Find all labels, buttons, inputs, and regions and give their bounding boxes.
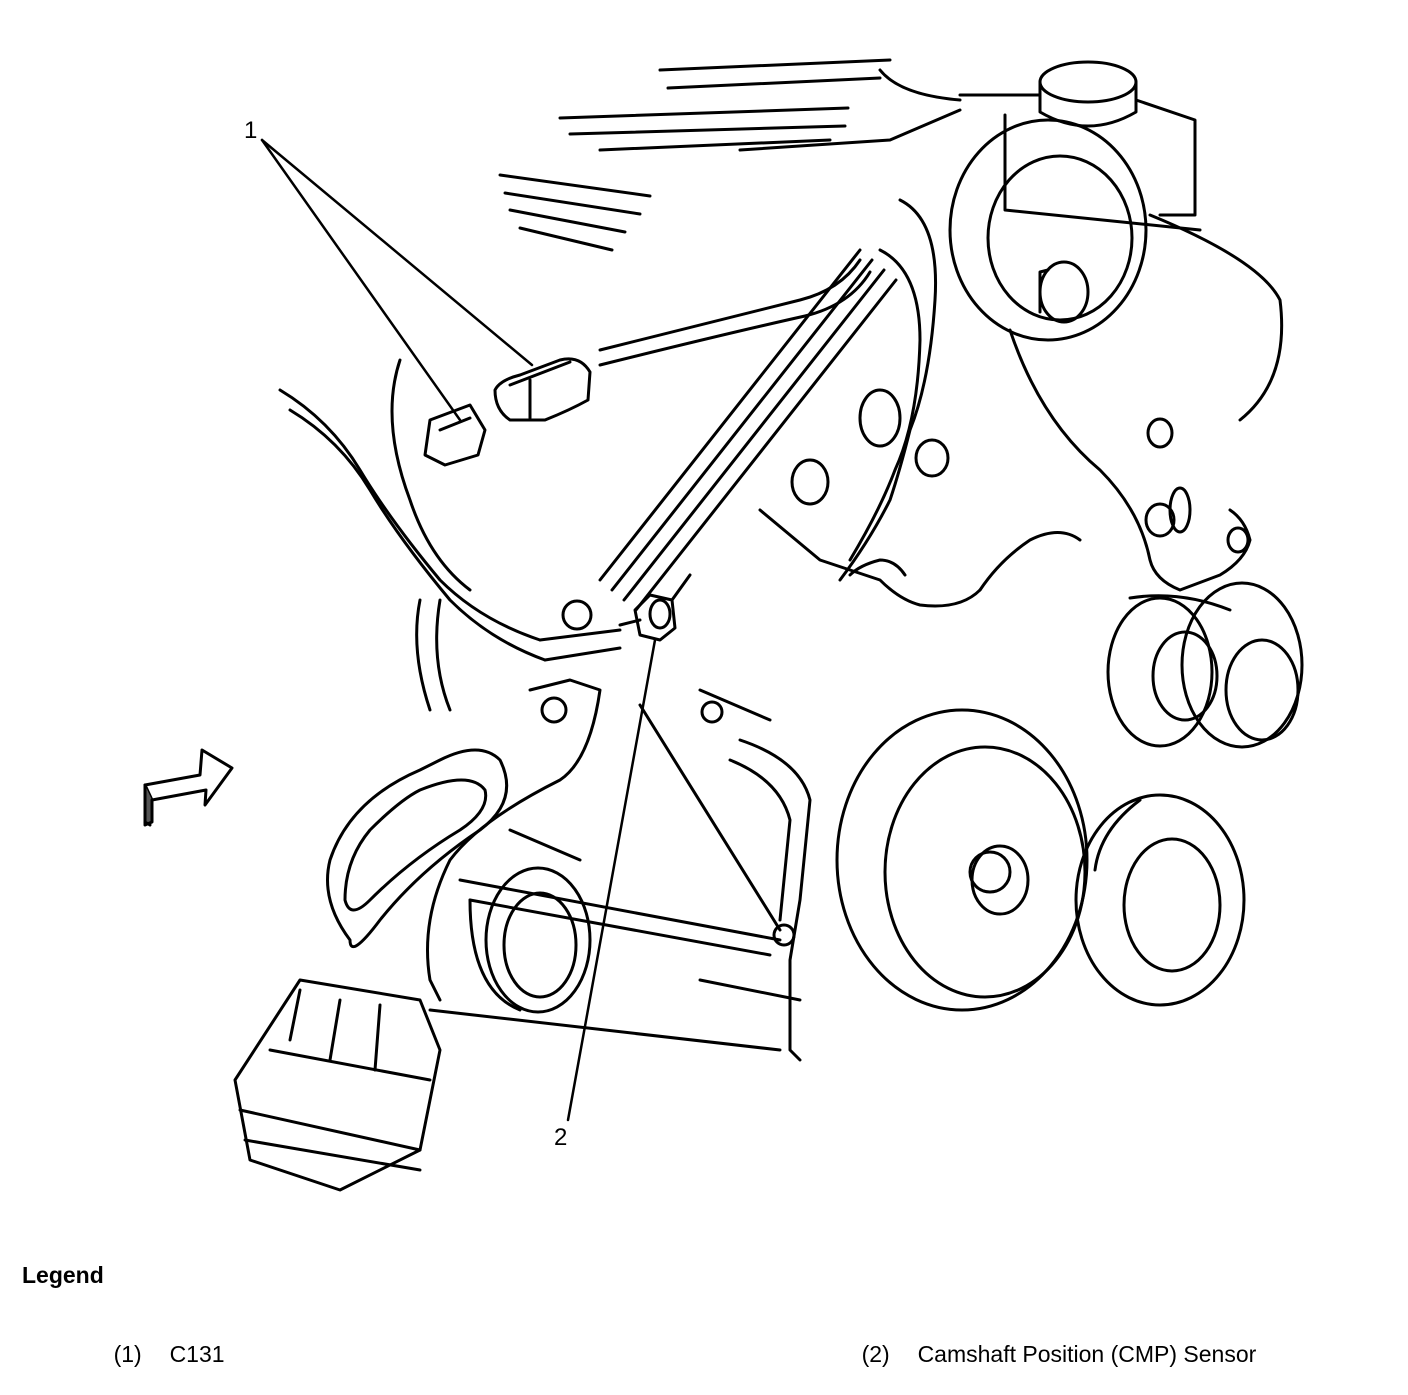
- front-cover: [758, 198, 1252, 608]
- callout-1: 1: [244, 117, 257, 144]
- legend-item-number: (2): [861, 1341, 890, 1367]
- engine-mount: [233, 678, 602, 1192]
- legend-item-text: Camshaft Position (CMP) Sensor: [917, 1341, 1257, 1367]
- crankshaft-pulley: [835, 708, 1089, 1012]
- c131-connector: [423, 357, 592, 467]
- alternator: [468, 828, 592, 1014]
- engine-diagram: 1 2: [143, 58, 1304, 1192]
- view-arrow-icon: [143, 748, 234, 827]
- legend-item-text: C131: [169, 1341, 225, 1367]
- oil-fill-cap: [958, 60, 1202, 232]
- timing-cover: [428, 688, 812, 1062]
- upper-pulley: [948, 118, 1284, 422]
- legend: Legend (1) C131 (2) Camshaft Position (CMP…: [22, 1262, 1392, 1367]
- cmp-sensor: [561, 573, 692, 642]
- legend-item-number: (1): [113, 1341, 142, 1367]
- callout-2: 2: [554, 1124, 567, 1151]
- legend-item-2: (2) Camshaft Position (CMP) Sensor: [836, 1314, 1257, 1395]
- intake-manifold: [498, 58, 962, 252]
- legend-title: Legend: [22, 1262, 104, 1288]
- idler-pulleys: [1106, 581, 1304, 749]
- wiring-harness: [278, 248, 898, 712]
- callout-leaders: [260, 138, 657, 1122]
- lower-right-pulley: [1074, 793, 1246, 1007]
- legend-item-1: (1) C131: [88, 1314, 225, 1395]
